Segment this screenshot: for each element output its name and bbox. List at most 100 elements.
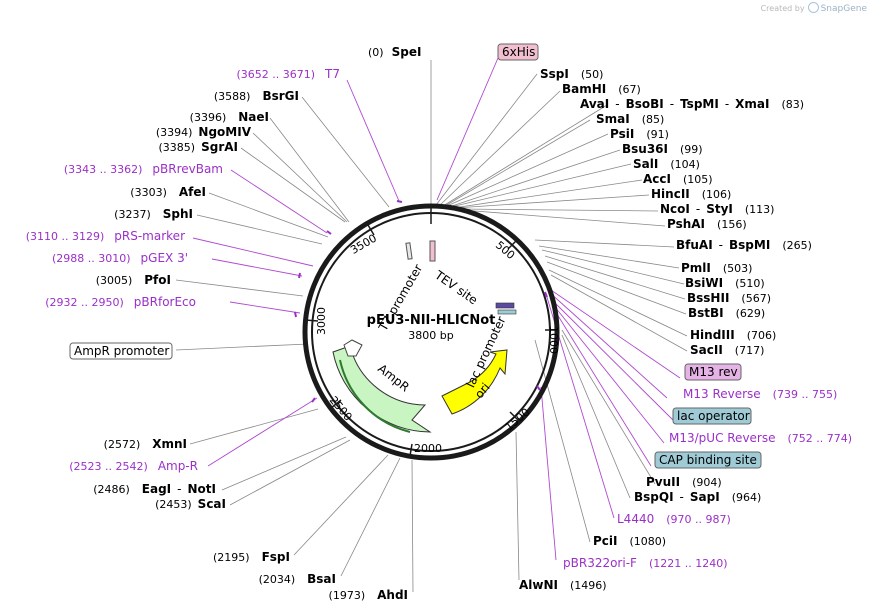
- scai-pos: (2453): [155, 498, 192, 511]
- sali-name: SalI: [633, 157, 658, 171]
- svg-text:(3303)AfeI: (3303)AfeI: [130, 185, 206, 199]
- bfuai-name: BfuAI: [676, 238, 713, 252]
- afei-name: AfeI: [179, 185, 206, 199]
- svg-text:SalI(104): SalI (104): [633, 157, 700, 171]
- xmni-name: XmnI: [152, 437, 187, 451]
- svg-text:(2453)ScaI: (2453) ScaI: [155, 497, 226, 511]
- svg-text:HindIII(706): HindIII (706): [690, 328, 776, 342]
- svg-text:L4440(970 .. 987): L4440(970 .. 987): [617, 512, 731, 526]
- svg-text:(3396)NaeI: (3396) NaeI: [190, 110, 269, 124]
- svg-text:M13/pUC Reverse(752 .. 774): M13/pUC Reverse(752 .. 774): [669, 431, 852, 445]
- bsai-pos: (2034): [259, 573, 296, 586]
- eagi-pos: (2486): [93, 483, 130, 496]
- pshai-name: PshAI: [667, 217, 705, 231]
- m13-rev-box: [684, 363, 742, 381]
- pbrforeco-pos: (2932 .. 2950): [45, 296, 124, 309]
- ncoi-pos: (113): [745, 203, 775, 216]
- naei-name: NaeI: [238, 110, 269, 124]
- alwni-name: AlwNI: [519, 578, 558, 592]
- svg-text:(3005)PfoI: (3005)PfoI: [96, 273, 171, 287]
- bsu36i-pos: (99): [680, 143, 703, 156]
- ampr-promoter-arrow: [343, 339, 363, 357]
- bsai-name: BsaI: [307, 572, 336, 586]
- ngomiv-pos: (3394): [156, 126, 193, 139]
- alwni-pos: (1496): [570, 579, 607, 592]
- bfuai-pos: (265): [782, 239, 812, 252]
- svg-text:(3343 .. 3362)pBRrevBam: (3343 .. 3362)pBRrevBam: [64, 162, 223, 176]
- svg-text:NcoI-StyI(113): NcoI-StyI(113): [660, 202, 774, 216]
- his-tag-label: 6xHis: [502, 45, 535, 59]
- bsrgi-name: BsrGI: [262, 89, 299, 103]
- pbr322-pos: (1221 .. 1240): [649, 557, 728, 570]
- bspqi-name: BspQI: [634, 490, 674, 504]
- cap-binding-box: [654, 451, 762, 469]
- svg-text:pBR322ori-F(1221 .. 1240): pBR322ori-F(1221 .. 1240): [563, 556, 728, 570]
- hincii-pos: (106): [702, 188, 732, 201]
- bsu36i-name: Bsu36I: [622, 142, 668, 156]
- ampr-promoter-label: AmpR promoter: [74, 344, 169, 358]
- svg-text:(2523 .. 2542)Amp-R: (2523 .. 2542) Amp-R: [69, 459, 198, 473]
- hindiii-pos: (706): [747, 329, 777, 342]
- noti-name: NotI: [188, 482, 217, 496]
- bsobi-name: BsoBI: [626, 97, 664, 111]
- pcii-name: PciI: [593, 534, 618, 548]
- primer-lines: [192, 57, 681, 561]
- pcii-pos: (1080): [630, 535, 667, 548]
- amp-r-name: Amp-R: [158, 459, 198, 473]
- his-tag-marker: [429, 240, 436, 262]
- fspi-name: FspI: [262, 550, 290, 564]
- lac-operator-box: [672, 407, 752, 425]
- pshai-pos: (156): [717, 218, 747, 231]
- pmli-pos: (503): [723, 262, 753, 275]
- ampr-arrow: [332, 345, 432, 433]
- left-labels: (3652 .. 3671)T7 (3588)BsrGI (3396)NaeI …: [26, 67, 408, 602]
- bsiwi-name: BsiWI: [685, 276, 723, 290]
- avai-sep3: -: [725, 97, 729, 111]
- tick-label-500: 500: [493, 239, 517, 262]
- sgrai-pos: (3385): [159, 141, 196, 154]
- svg-text:(2988 .. 3010)pGEX 3': (2988 .. 3010)pGEX 3': [52, 251, 188, 265]
- t7-promoter-marker: [405, 242, 413, 260]
- sapi-name: SapI: [690, 490, 720, 504]
- ampr-label: AmpR: [375, 361, 412, 394]
- tick-marks: [304, 206, 557, 457]
- svg-text:(3385)SgrAI: (3385)SgrAI: [159, 140, 238, 154]
- pgex-pos: (2988 .. 3010): [52, 252, 131, 265]
- svg-text:BssHII(567): BssHII(567): [687, 291, 771, 305]
- ori-arrow: [441, 349, 508, 415]
- svg-text:AlwNI(1496): AlwNI (1496): [519, 578, 607, 592]
- pvuii-pos: (904): [692, 476, 722, 489]
- svg-text:PvuII(904): PvuII (904): [646, 475, 722, 489]
- pfoi-pos: (3005): [96, 274, 133, 287]
- svg-text:BamHI(67): BamHI(67): [562, 82, 641, 96]
- bamhi-pos: (67): [618, 83, 641, 96]
- pmli-name: PmlI: [681, 261, 711, 275]
- svg-text:(3237)SphI: (3237)SphI: [114, 207, 193, 221]
- bsshii-pos: (567): [741, 292, 771, 305]
- prs-name: pRS-marker: [114, 229, 185, 243]
- m13puc-pos: (752 .. 774): [788, 432, 853, 445]
- snapgene-logo-icon: [807, 2, 819, 13]
- hindiii-name: HindIII: [690, 328, 735, 342]
- svg-text:PsiI(91): PsiI(91): [610, 127, 669, 141]
- bsiwi-pos: (510): [735, 277, 765, 290]
- sali-pos: (104): [670, 158, 700, 171]
- watermark-prefix: Created by: [760, 4, 805, 13]
- pvuii-name: PvuII: [646, 475, 680, 489]
- svg-text:SspI(50): SspI(50): [540, 67, 603, 81]
- ngomiv-name: NgoMIV: [198, 125, 251, 139]
- svg-text:SacII(717): SacII(717): [690, 343, 764, 357]
- avai-sep2: -: [670, 97, 674, 111]
- xmni-pos: (2572): [104, 438, 141, 451]
- avai-sep1: -: [615, 97, 619, 111]
- pbrrevbam-pos: (3343 .. 3362): [64, 163, 143, 176]
- plasmid-length: 3800 bp: [408, 329, 453, 342]
- sspi-name: SspI: [540, 67, 569, 81]
- naei-pos: (3396): [190, 111, 227, 124]
- m13-rev-label: M13 rev: [689, 365, 738, 379]
- acci-name: AccI: [643, 172, 671, 186]
- t7-name: T7: [324, 67, 340, 81]
- scai-name: ScaI: [198, 497, 226, 511]
- cap-site-marker: [497, 309, 517, 315]
- amp-r-pos: (2523 .. 2542): [69, 460, 148, 473]
